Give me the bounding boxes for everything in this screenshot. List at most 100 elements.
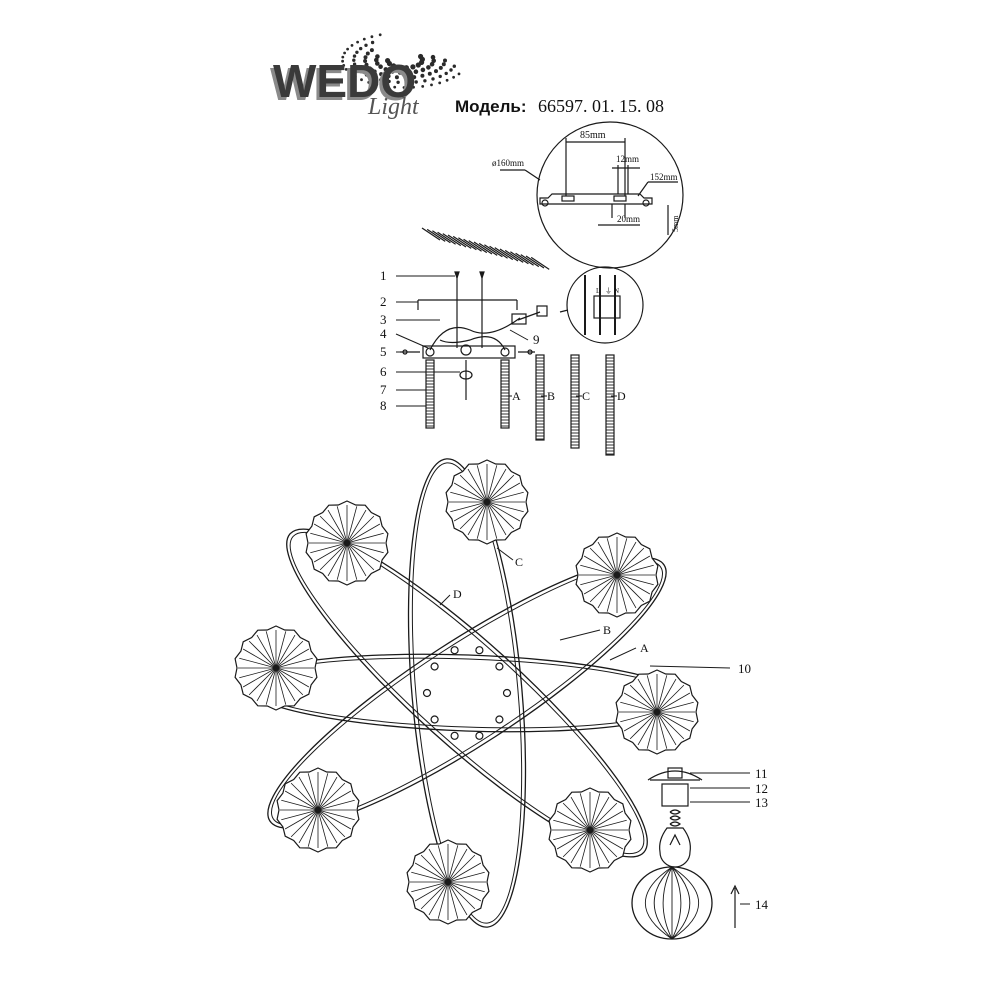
shade-rib bbox=[623, 692, 658, 713]
logo-dot bbox=[415, 62, 421, 68]
shade-rib bbox=[317, 809, 338, 844]
joint bbox=[450, 731, 459, 740]
logo-dot bbox=[427, 71, 432, 76]
logo-dot bbox=[405, 70, 411, 75]
shade-rib bbox=[486, 501, 507, 536]
logo-dot bbox=[452, 64, 456, 68]
brand-logo: WEDO WEDO Light bbox=[270, 33, 461, 120]
shade-rib bbox=[486, 491, 524, 503]
shade-rib bbox=[411, 871, 449, 883]
logo-dot bbox=[350, 44, 354, 47]
rod-label-a: A bbox=[512, 389, 521, 403]
shade-rib bbox=[248, 640, 277, 669]
logo-dot bbox=[438, 65, 443, 70]
shade-rib bbox=[317, 809, 329, 847]
logo-dot bbox=[413, 69, 419, 74]
shade-rib bbox=[310, 542, 348, 554]
shade-rib bbox=[447, 854, 476, 883]
shade-rib bbox=[275, 631, 287, 669]
shade-rib bbox=[346, 506, 358, 544]
shade-rib bbox=[583, 574, 618, 595]
shade-center bbox=[614, 572, 620, 578]
hatch-line bbox=[494, 247, 514, 261]
ring-b-inner bbox=[271, 560, 663, 826]
hatch-line bbox=[421, 227, 441, 241]
logo-dot bbox=[352, 58, 356, 62]
logo-dot bbox=[365, 51, 370, 56]
logo-dot bbox=[390, 69, 395, 74]
exploded-canopy bbox=[400, 266, 644, 400]
logo-dot bbox=[412, 75, 417, 80]
shade-rib bbox=[275, 667, 310, 688]
shade bbox=[575, 532, 659, 618]
shade-rib bbox=[556, 829, 591, 850]
shade-rib bbox=[646, 711, 658, 749]
shade-rib bbox=[265, 631, 277, 669]
glass-shade bbox=[631, 866, 713, 940]
shade-center bbox=[445, 879, 451, 885]
shade-rib bbox=[616, 555, 651, 576]
shade-rib bbox=[580, 564, 618, 576]
shade-rib bbox=[486, 501, 524, 513]
shade-rib bbox=[307, 773, 319, 811]
shade-rib bbox=[562, 829, 591, 858]
shade-rib bbox=[275, 667, 304, 696]
rod-a bbox=[500, 359, 510, 429]
logo-dot bbox=[441, 62, 446, 67]
logo-dot bbox=[412, 85, 415, 89]
shade-rib bbox=[486, 482, 521, 503]
logo-dot bbox=[355, 66, 359, 70]
shade14-rib bbox=[671, 866, 691, 940]
hatch-line bbox=[499, 248, 519, 262]
shade-center bbox=[273, 665, 279, 671]
callout-14: 14 bbox=[755, 897, 769, 912]
shade-rib bbox=[411, 881, 449, 893]
logo-dot bbox=[378, 33, 382, 37]
shade-rib bbox=[459, 474, 488, 503]
shade-rib bbox=[319, 542, 348, 571]
shade-center bbox=[587, 827, 593, 833]
shade-rib bbox=[623, 711, 658, 732]
shade-rib bbox=[656, 675, 668, 713]
hatch-line bbox=[442, 233, 462, 247]
shade14-rib bbox=[671, 866, 682, 940]
callout-13: 13 bbox=[755, 795, 768, 810]
joint bbox=[475, 731, 484, 740]
shade bbox=[445, 459, 529, 545]
socket-detail bbox=[647, 767, 740, 928]
shade-rib bbox=[290, 782, 319, 811]
hatch-line bbox=[426, 228, 446, 242]
logo-dot bbox=[431, 58, 437, 63]
shade-rib bbox=[486, 501, 521, 522]
shade14-rib bbox=[662, 866, 673, 940]
logo-dot bbox=[444, 71, 448, 76]
hatch-line bbox=[432, 230, 451, 244]
logo-dot bbox=[367, 66, 372, 71]
shade-rib bbox=[275, 667, 313, 679]
shade-rib bbox=[242, 648, 277, 669]
shade-rib bbox=[346, 532, 384, 544]
shade-rib bbox=[656, 711, 668, 749]
shade14-rib bbox=[645, 866, 673, 940]
shade-rib bbox=[486, 468, 507, 503]
assembly-label-b: B bbox=[603, 623, 611, 637]
shade-rib bbox=[656, 678, 677, 713]
logo-dot bbox=[402, 86, 406, 89]
shade-rib bbox=[290, 809, 319, 838]
shade14-rib bbox=[671, 866, 699, 940]
shade-rib bbox=[313, 542, 348, 563]
shade-rib bbox=[656, 701, 694, 713]
logo-dot bbox=[374, 57, 379, 63]
shade-center bbox=[484, 499, 490, 505]
hatch-line bbox=[530, 256, 550, 270]
chandelier-top-view bbox=[234, 458, 699, 928]
shade-rib bbox=[275, 657, 313, 669]
logo-dot bbox=[341, 59, 344, 63]
logo-dot bbox=[431, 77, 435, 81]
shade-rib bbox=[589, 810, 624, 831]
shade-rib bbox=[637, 678, 658, 713]
shade-rib bbox=[570, 829, 591, 864]
shade bbox=[234, 625, 318, 711]
callout-1: 1 bbox=[380, 268, 387, 283]
